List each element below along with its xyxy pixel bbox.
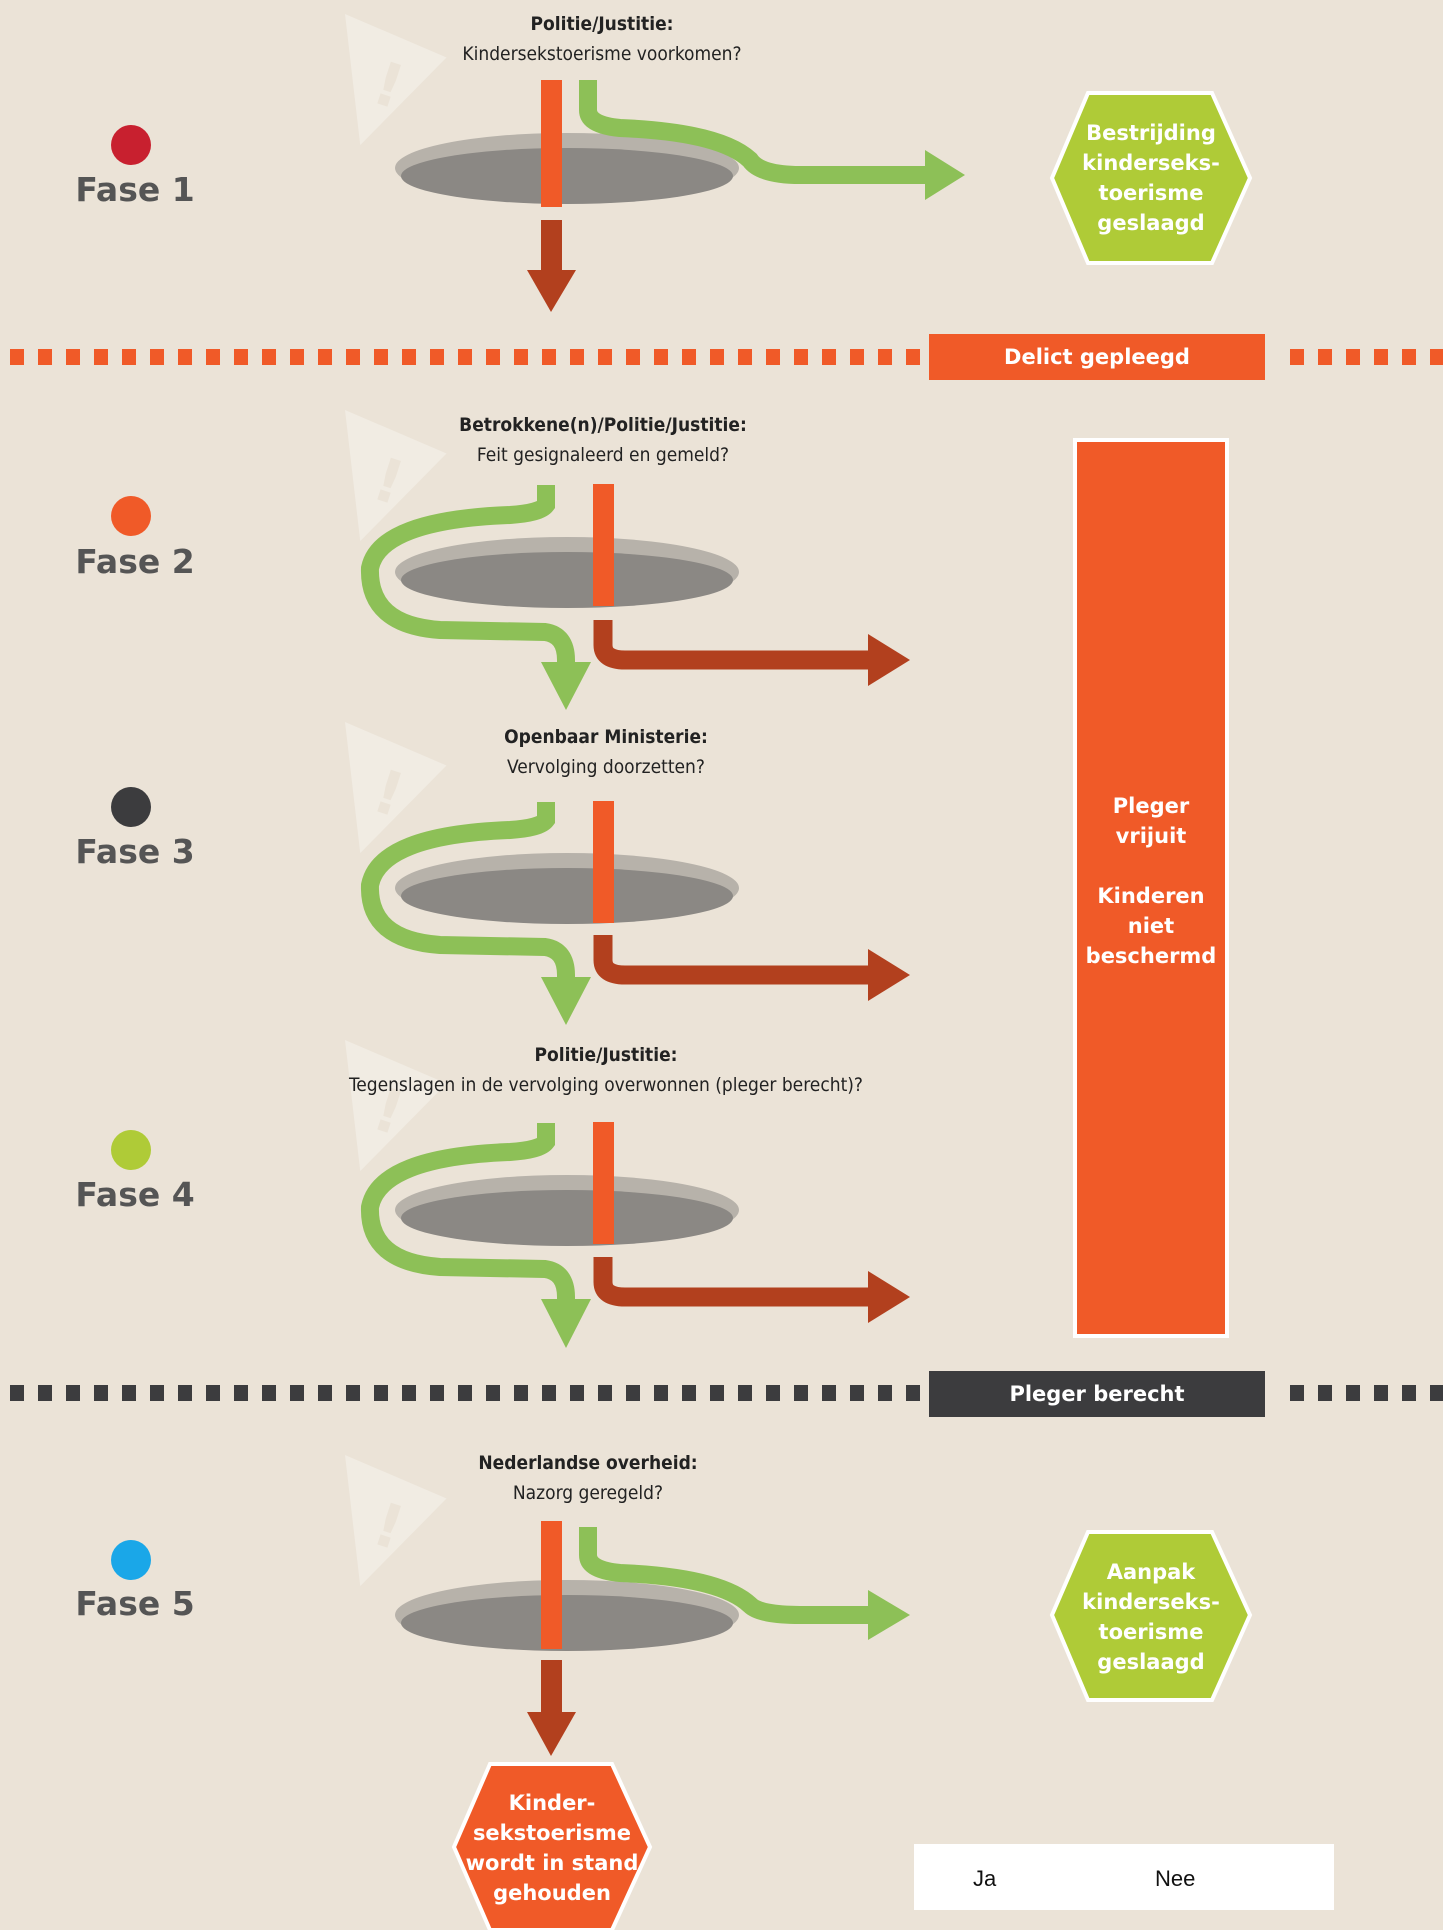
outcome-line: kinderseks- xyxy=(1082,1590,1220,1614)
outcome-failure-5-text: Kinder- sekstoerisme wordt in stand geho… xyxy=(452,1788,652,1908)
no-arrow-shaft xyxy=(593,935,880,985)
no-bar xyxy=(593,484,614,606)
phase-label-2: Fase 2 xyxy=(75,542,195,581)
question-4: Politie/Justitie: Tegenslagen in de verv… xyxy=(306,1040,906,1100)
hole xyxy=(395,537,739,608)
outcome-line: Bestrijding xyxy=(1086,121,1216,145)
outcome-line: Kinderen xyxy=(1097,884,1205,908)
outcome-hexagon-success-1 xyxy=(1049,91,1253,265)
phase-label-3: Fase 3 xyxy=(75,832,195,871)
phase-dot-2 xyxy=(111,496,151,536)
warning-icon: ! xyxy=(345,722,447,854)
phase-label-1: Fase 1 xyxy=(75,170,195,209)
question-text: Tegenslagen in de vervolging overwonnen … xyxy=(348,1074,864,1096)
yes-arrowhead xyxy=(541,1299,591,1348)
question-text: Vervolging doorzetten? xyxy=(507,756,705,778)
outcome-line: geslaagd xyxy=(1097,211,1205,235)
phase-1-flow: ! xyxy=(345,14,965,312)
yes-arrow xyxy=(360,1123,575,1302)
legend-yes-label: Ja xyxy=(973,1866,997,1891)
outcome-line xyxy=(1075,851,1227,881)
outcome-success-5-text: Aanpak kinderseks- toerisme geslaagd xyxy=(1050,1557,1252,1677)
phase-dot-1 xyxy=(111,125,151,165)
yes-arrow xyxy=(579,80,930,184)
yes-arrow xyxy=(360,802,575,980)
banner-delict-bg xyxy=(929,334,1265,380)
warning-icon: ! xyxy=(345,1040,447,1172)
hole xyxy=(395,1580,739,1651)
phase-label-4: Fase 4 xyxy=(75,1175,195,1214)
question-actor: Nederlandse overheid: xyxy=(478,1452,698,1474)
question-actor: Politie/Justitie: xyxy=(534,1044,678,1066)
no-arrow-shaft xyxy=(541,220,562,275)
phase-dot-5 xyxy=(111,1540,151,1580)
outcome-line: toerisme xyxy=(1098,181,1204,205)
yes-arrowhead xyxy=(541,662,591,710)
yes-arrow xyxy=(360,485,575,665)
outcome-line: Aanpak xyxy=(1106,1560,1196,1584)
outcome-success-1-text: Bestrijding kinderseks- toerisme geslaag… xyxy=(1050,118,1252,238)
question-1: Politie/Justitie: Kindersekstoerisme voo… xyxy=(402,9,802,69)
question-actor: Politie/Justitie: xyxy=(530,13,674,35)
no-arrowhead xyxy=(868,949,910,1001)
hole xyxy=(395,1175,739,1246)
yes-arrowhead xyxy=(868,1590,910,1640)
no-arrow-shaft xyxy=(593,1257,880,1307)
outcome-line: kinderseks- xyxy=(1082,151,1220,175)
no-bar xyxy=(593,801,614,923)
phase-label-5: Fase 5 xyxy=(75,1584,195,1623)
banner-delict-gepleegd: Delict gepleegd xyxy=(1004,345,1190,369)
outcome-line: vrijuit xyxy=(1115,824,1187,848)
no-arrowhead xyxy=(527,270,576,312)
no-arrowhead xyxy=(527,1712,576,1756)
outcome-hexagon-success-5 xyxy=(1049,1530,1253,1702)
no-bar xyxy=(541,1521,562,1649)
no-arrowhead xyxy=(868,634,910,686)
yes-arrowhead xyxy=(541,977,591,1025)
question-actor: Betrokkene(n)/Politie/Justitie: xyxy=(459,414,747,436)
yes-arrow xyxy=(579,1527,880,1624)
no-arrowhead xyxy=(868,1271,910,1323)
outcome-line: sekstoerisme xyxy=(472,1821,632,1845)
phase-4-flow: ! xyxy=(345,1040,910,1348)
outcome-line: gehouden xyxy=(493,1881,611,1905)
outcome-line: Kinder- xyxy=(508,1791,596,1815)
question-text: Nazorg geregeld? xyxy=(512,1482,664,1504)
outcome-line: niet xyxy=(1127,914,1175,938)
question-actor: Openbaar Ministerie: xyxy=(504,726,708,748)
outcome-line: toerisme xyxy=(1098,1620,1204,1644)
phase-3-flow: ! xyxy=(345,722,910,1025)
yes-arrowhead xyxy=(925,150,965,200)
failure-bar-text: Pleger vrijuit Kinderen niet beschermd xyxy=(1075,791,1227,971)
no-bar xyxy=(541,80,562,207)
no-bar xyxy=(593,1122,614,1244)
question-3: Openbaar Ministerie: Vervolging doorzett… xyxy=(406,722,806,782)
failure-bar xyxy=(1073,438,1229,1338)
no-arrow-shaft xyxy=(541,1660,562,1720)
phase-dot-3 xyxy=(111,787,151,827)
question-5: Nederlandse overheid: Nazorg geregeld? xyxy=(388,1448,788,1508)
phase-dot-4 xyxy=(111,1130,151,1170)
question-text: Feit gesignaleerd en gemeld? xyxy=(476,444,730,466)
outcome-line: beschermd xyxy=(1085,944,1217,968)
legend xyxy=(914,1844,1334,1910)
question-2: Betrokkene(n)/Politie/Justitie: Feit ges… xyxy=(403,410,803,470)
legend-no-label: Nee xyxy=(1155,1866,1196,1891)
outcome-line: Pleger xyxy=(1112,794,1190,818)
no-arrow-shaft xyxy=(593,620,880,670)
outcome-line: geslaagd xyxy=(1097,1650,1205,1674)
banner-berecht-bg xyxy=(929,1371,1265,1417)
hole xyxy=(395,853,739,924)
banner-pleger-berecht: Pleger berecht xyxy=(1009,1382,1185,1406)
question-text: Kindersekstoerisme voorkomen? xyxy=(462,43,742,65)
outcome-hexagon-failure-5 xyxy=(451,1762,653,1930)
outcome-line: wordt in stand xyxy=(465,1851,639,1875)
phase-2-flow: ! xyxy=(345,410,910,710)
